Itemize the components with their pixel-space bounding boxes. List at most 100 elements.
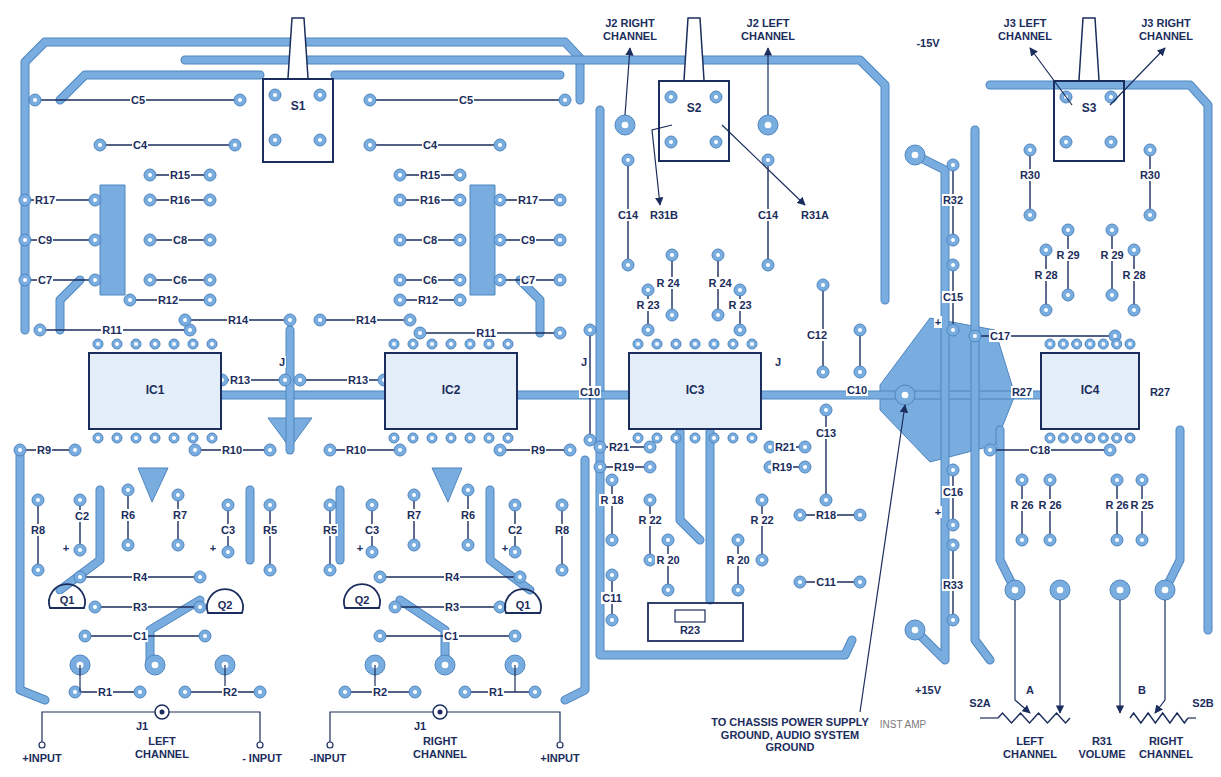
drill-hole (370, 550, 374, 554)
solder-pad (854, 366, 866, 378)
solder-pad (1072, 339, 1082, 349)
callout-label: R11 (475, 327, 497, 340)
solder-pad (642, 324, 654, 336)
solder-pad (854, 324, 866, 336)
callout-label: C1 (132, 630, 148, 643)
drill-hole (273, 93, 277, 97)
drill-hole (1012, 587, 1019, 594)
callout-label: -INPUT (309, 752, 348, 765)
part-designator: S3 (1081, 101, 1098, 115)
copper-trace (600, 110, 852, 655)
solder-pad (1024, 209, 1036, 221)
drill-hole (268, 503, 272, 507)
slide-switch: S2 (658, 80, 730, 162)
solder-pad (747, 433, 757, 443)
callout-label: R 28 (1121, 269, 1146, 282)
solder-pad (947, 614, 959, 626)
callout-label: J2 LEFT CHANNEL (737, 17, 799, 42)
callout-label: RIGHT CHANNEL (409, 735, 471, 760)
drill-hole (198, 605, 202, 609)
solder-pad (1106, 224, 1118, 236)
drill-hole (1128, 342, 1132, 346)
copper-trace (990, 85, 1208, 630)
solder-pad (554, 194, 566, 206)
solder-pad (1016, 534, 1028, 546)
solder-pad (324, 499, 336, 511)
drill-hole (23, 278, 27, 282)
copper-trace (60, 75, 260, 100)
drill-hole (1044, 248, 1048, 252)
slide-switch: S3 (1053, 80, 1125, 162)
solder-pad (454, 294, 466, 306)
drill-hole (498, 278, 502, 282)
solder-pad (606, 614, 618, 626)
component-lead (649, 500, 650, 560)
copper-trace (1165, 430, 1180, 590)
drill-hole (766, 158, 770, 162)
copper-trace (680, 432, 700, 540)
solder-pad (671, 433, 681, 443)
callout-label: R16 (419, 194, 441, 207)
callout-label: C2 (507, 524, 523, 537)
callout-label: J (580, 356, 588, 369)
drill-hole (1115, 478, 1119, 482)
callout-label: + (934, 316, 942, 329)
callout-label: RIGHT CHANNEL (1135, 735, 1197, 760)
solder-pad (150, 433, 160, 443)
copper-trace (25, 42, 580, 330)
drill-hole (798, 580, 802, 584)
drill-hole (96, 342, 100, 346)
solder-pad (194, 571, 206, 583)
copper-trace (286, 330, 295, 450)
drill-hole (208, 238, 212, 242)
component-lead (761, 500, 762, 560)
drill-hole (93, 238, 97, 242)
drill-hole (208, 198, 212, 202)
solder-pad (728, 339, 738, 349)
callout-label: + (356, 542, 364, 555)
drill-hole (513, 634, 517, 638)
drill-hole (912, 152, 919, 159)
drill-hole (268, 568, 272, 572)
drill-hole (648, 465, 652, 469)
drill-hole (449, 436, 453, 440)
callout-label: C14 (757, 209, 779, 222)
switch-lever (288, 18, 308, 78)
callout-label: + (209, 542, 217, 555)
callout-label: B (1137, 684, 1147, 697)
ground-plane (100, 185, 125, 295)
drill-hole (73, 448, 77, 452)
drill-hole (1110, 228, 1114, 232)
drill-hole (610, 573, 614, 577)
drill-hole (148, 198, 152, 202)
component-lead (611, 480, 612, 540)
component-lead (825, 410, 826, 500)
callout-label: R12 (417, 294, 439, 307)
drill-hole (558, 331, 562, 335)
solder-pad (389, 601, 401, 613)
callout-label: R13 (229, 374, 251, 387)
callout-label: R33 (942, 579, 964, 592)
solder-pad (234, 94, 246, 106)
transistor-outline (505, 589, 541, 613)
transistor-outline (207, 589, 243, 613)
solder-pad (34, 324, 46, 336)
drill-hole (951, 328, 955, 332)
drill-hole (153, 436, 157, 440)
leader-line (1155, 600, 1165, 713)
solder-pad (1111, 534, 1123, 546)
callout-label: + (934, 506, 942, 519)
drill-hole (498, 448, 502, 452)
drill-hole (498, 605, 502, 609)
callout-label: R15 (169, 169, 191, 182)
drill-hole (458, 298, 462, 302)
drill-hole (951, 543, 955, 547)
solder-pad (1040, 244, 1052, 256)
solder-pad (144, 169, 156, 181)
leader-line (1030, 48, 1072, 105)
drill-hole (318, 138, 322, 142)
callout-label: R6 (460, 509, 476, 522)
callout-label: S2A (968, 697, 991, 710)
drill-hole (750, 342, 754, 346)
component-lead (25, 239, 95, 240)
